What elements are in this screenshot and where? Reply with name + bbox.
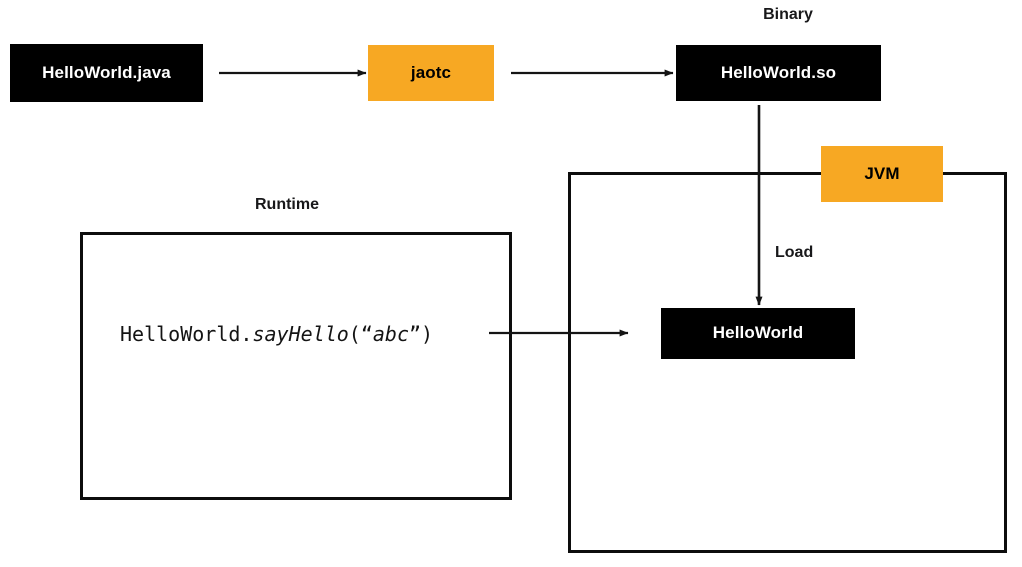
code-open-paren: ( [348, 322, 361, 346]
node-loaded-class[interactable]: HelloWorld [661, 308, 855, 359]
code-close-quote: ” [409, 322, 422, 346]
code-argument: abc [372, 322, 409, 346]
code-close-paren: ) [421, 322, 434, 346]
runtime-call-expression: HelloWorld.sayHello(“abc”) [120, 324, 433, 344]
node-jvm-badge[interactable]: JVM [821, 146, 943, 202]
binary-caption: Binary [763, 6, 813, 23]
runtime-caption: Runtime [255, 196, 319, 213]
code-open-quote: “ [360, 322, 373, 346]
node-shared-object[interactable]: HelloWorld.so [676, 45, 881, 101]
node-jaotc-compiler[interactable]: jaotc [368, 45, 494, 101]
runtime-container-frame [80, 232, 512, 500]
code-prefix: HelloWorld. [120, 322, 253, 346]
load-edge-label: Load [775, 244, 814, 261]
code-method-name: sayHello [252, 322, 349, 346]
jvm-container-frame [568, 172, 1007, 553]
node-source-file[interactable]: HelloWorld.java [10, 44, 203, 102]
